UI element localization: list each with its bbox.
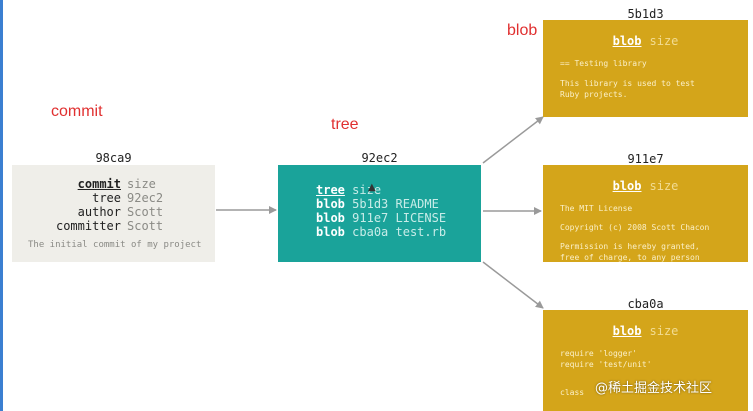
commit-row-key: tree xyxy=(92,191,121,205)
arrow-tree-to-blob-cba0a xyxy=(482,261,544,309)
tree-row: blob 911e7 LICENSE xyxy=(316,211,446,225)
annotation-blob: blob xyxy=(507,22,538,39)
blob-hash: 5b1d3 xyxy=(627,7,664,21)
blob-content-line: Ruby projects. xyxy=(560,90,628,99)
blob-content-line: Copyright (c) 2008 Scott Chacon xyxy=(560,223,710,232)
commit-row-value: Scott xyxy=(127,219,164,233)
blob-header: blob size xyxy=(543,179,748,193)
blob-content-line: require 'test/unit' xyxy=(560,360,652,369)
commit-row: tree 92ec2 xyxy=(12,191,215,205)
tree-row-keyword: blob xyxy=(316,197,345,211)
tree-row-keyword: blob xyxy=(316,225,345,239)
blob-header: blob size xyxy=(543,34,748,48)
commit-row: commit size xyxy=(12,177,215,191)
blob-content-line: The MIT License xyxy=(560,204,633,213)
mouse-cursor-icon: ▲ xyxy=(368,182,376,193)
tree-row-keyword: tree xyxy=(316,183,345,197)
commit-row: committer Scott xyxy=(12,219,215,233)
commit-row-key: author xyxy=(77,205,121,219)
blob-header: blob size xyxy=(543,324,748,338)
commit-row-key: committer xyxy=(55,219,121,233)
blob-size: size xyxy=(649,324,679,338)
commit-object: commit size tree 92ec2 author Scott comm… xyxy=(12,165,215,262)
commit-hash: 98ca9 xyxy=(95,151,132,165)
commit-row-value: Scott xyxy=(127,205,164,219)
tree-row-rest: 911e7 LICENSE xyxy=(352,211,447,225)
blob-object: blob size require 'logger' require 'test/… xyxy=(543,310,748,411)
commit-row-key: commit xyxy=(77,177,121,191)
tree-row: tree size xyxy=(316,183,381,197)
annotation-commit: commit xyxy=(51,103,103,120)
commit-row-value: size xyxy=(127,177,156,191)
blob-keyword: blob xyxy=(612,324,642,338)
blob-content-line: free of charge, to any person xyxy=(560,253,700,262)
blob-size: size xyxy=(649,34,679,48)
commit-row: author Scott xyxy=(12,205,215,219)
blob-object: blob size == Testing library This library… xyxy=(543,20,748,117)
blob-keyword: blob xyxy=(612,34,642,48)
tree-hash: 92ec2 xyxy=(361,151,398,165)
blob-object: blob size The MIT License Copyright (c) 2… xyxy=(543,165,748,262)
tree-row: blob cba0a test.rb xyxy=(316,225,446,239)
annotation-tree: tree xyxy=(331,116,359,133)
blob-content-line: == Testing library xyxy=(560,59,647,68)
arrow-tree-to-blob-5b1d3 xyxy=(482,116,544,164)
tree-row-rest: cba0a test.rb xyxy=(352,225,447,239)
watermark: @稀土掘金技术社区 xyxy=(595,381,713,396)
blob-content-line: This library is used to test xyxy=(560,79,695,88)
blob-content-line: require 'logger' xyxy=(560,349,638,358)
commit-message: The initial commit of my project xyxy=(28,240,202,250)
blob-content-line: Permission is hereby granted, xyxy=(560,242,700,251)
tree-row-rest: 5b1d3 README xyxy=(352,197,439,211)
blob-size: size xyxy=(649,179,679,193)
commit-row-value: 92ec2 xyxy=(127,191,164,205)
tree-row-rest: size xyxy=(352,183,382,197)
window-left-border xyxy=(0,0,3,411)
tree-object: tree size blob 5b1d3 README blob 911e7 L… xyxy=(278,165,481,262)
blob-keyword: blob xyxy=(612,179,642,193)
blob-hash: 911e7 xyxy=(627,152,664,166)
tree-row: blob 5b1d3 README xyxy=(316,197,439,211)
blob-hash: cba0a xyxy=(627,297,664,311)
blob-content-line: class xyxy=(560,388,585,397)
tree-row-keyword: blob xyxy=(316,211,345,225)
